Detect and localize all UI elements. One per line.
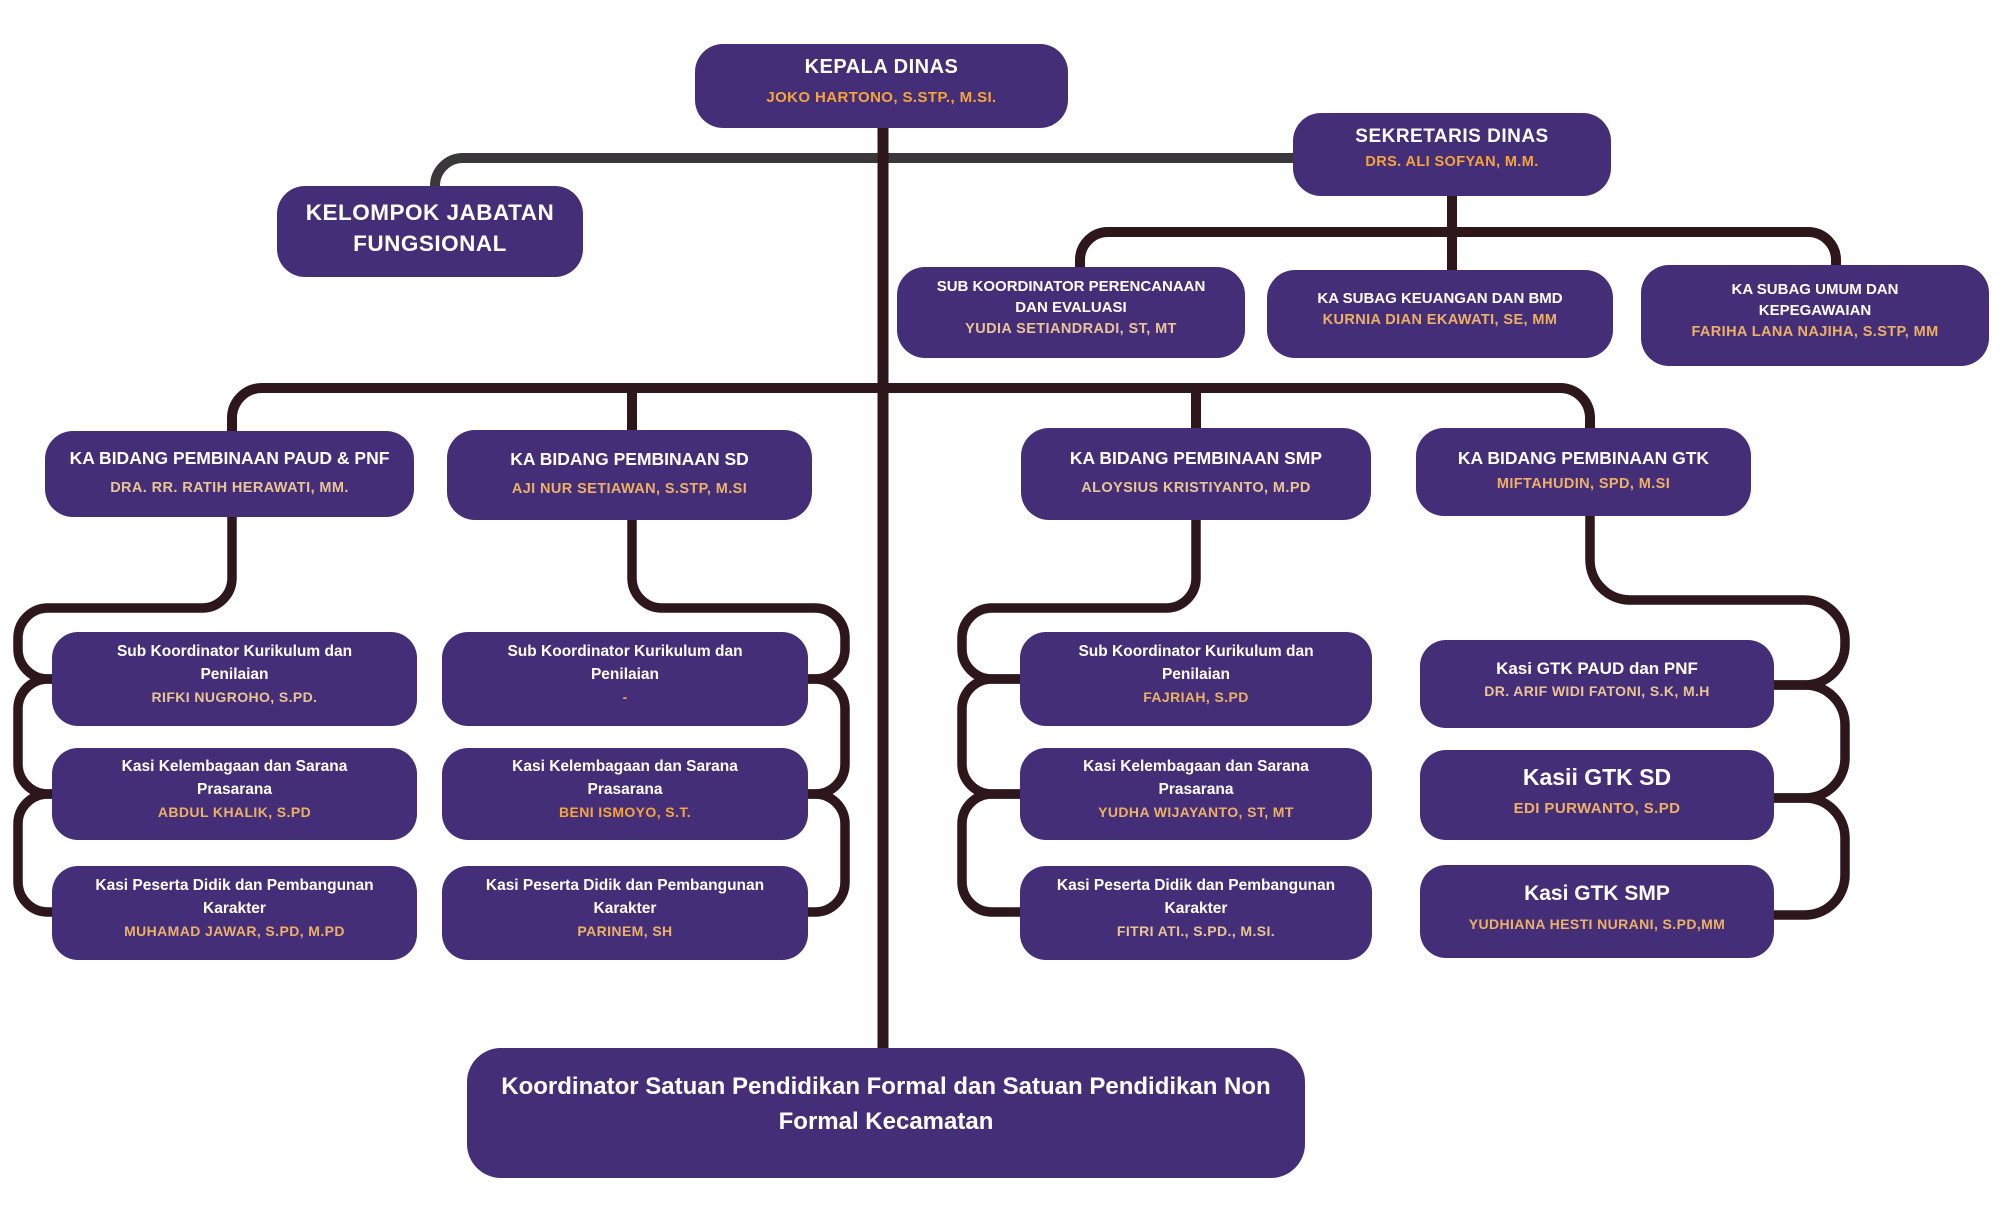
node-sd-sub-koordinator-kurikulum: Sub Koordinator Kurikulum dan Penilaian … <box>442 632 808 726</box>
node-ka-subag-keuangan-bmd: KA SUBAG KEUANGAN DAN BMD KURNIA DIAN EK… <box>1267 270 1613 358</box>
node-person-name: ALOYSIUS KRISTIYANTO, M.PD <box>1081 480 1311 497</box>
connector-subag-bus <box>1075 227 1841 272</box>
node-person-name: FITRI ATI., S.PD., M.SI. <box>1116 922 1276 939</box>
node-title: Kasi Kelembagaan dan Sarana Prasarana <box>1083 758 1309 799</box>
node-person-name: YUDHA WIJAYANTO, ST, MT <box>1098 803 1294 820</box>
node-person-name: KURNIA DIAN EKAWATI, SE, MM <box>1322 312 1558 329</box>
node-title: Sub Koordinator Kurikulum dan Penilaian <box>1078 643 1314 684</box>
node-title: Kasi GTK PAUD dan PNF <box>1496 658 1698 678</box>
node-person-name: FARIHA LANA NAJIHA, S.STP, MM <box>1691 324 1939 341</box>
connector-col4-bracket-1 <box>1766 680 1850 803</box>
node-person-name: PARINEM, SH <box>577 922 673 939</box>
node-paud-kasi-kelembagaan-sarana: Kasi Kelembagaan dan Sarana Prasarana AB… <box>52 748 417 840</box>
node-person-name: DRA. RR. RATIH HERAWATI, MM. <box>110 480 349 497</box>
node-person-name: JOKO HARTONO, S.STP., M.SI. <box>766 88 997 106</box>
node-title: Sub Koordinator Kurikulum dan Penilaian <box>507 643 743 684</box>
connector-col1-descent <box>13 513 237 684</box>
connector-col1-bracket-2 <box>13 789 58 917</box>
node-person-name: BENI ISMOYO, S.T. <box>558 803 692 820</box>
node-kasi-gtk-smp: Kasi GTK SMP YUDHIANA HESTI NURANI, S.PD… <box>1420 865 1774 958</box>
node-person-name: MIFTAHUDIN, SPD, M.SI <box>1496 475 1671 492</box>
node-title: KA BIDANG PEMBINAAN PAUD & PNF <box>69 447 390 468</box>
node-ka-subag-umum-kepegawaian: KA SUBAG UMUM DAN KEPEGAWAIAN FARIHA LAN… <box>1641 265 1989 366</box>
node-title: KA BIDANG PEMBINAAN SD <box>510 448 749 469</box>
node-title: Kasi Peserta Didik dan Pembangunan Karak… <box>95 877 374 918</box>
node-person-name: DR. ARIF WIDI FATONI, S.K, M.H <box>1484 683 1710 700</box>
node-person-name: ABDUL KHALIK, S.PD <box>157 803 312 820</box>
node-title: KEPALA DINAS <box>804 55 959 78</box>
node-title: Sub Koordinator Kurikulum dan Penilaian <box>116 643 353 684</box>
node-ka-bidang-pembinaan-smp: KA BIDANG PEMBINAAN SMP ALOYSIUS KRISTIY… <box>1021 428 1371 520</box>
node-title: Kasi Kelembagaan dan Sarana Prasarana <box>512 758 738 799</box>
node-person-name: RIFKI NUGROHO, S.PD. <box>151 688 318 705</box>
node-person-name: MUHAMAD JAWAR, S.PD, M.PD <box>124 922 345 939</box>
node-title: Koordinator Satuan Pendidikan Formal dan… <box>501 1073 1271 1135</box>
connector-col3-descent <box>957 516 1201 684</box>
node-paud-kasi-peserta-didik: Kasi Peserta Didik dan Pembangunan Karak… <box>52 866 417 960</box>
node-person-name: EDI PURWANTO, S.PD <box>1513 799 1681 817</box>
node-title: KA BIDANG PEMBINAAN SMP <box>1069 447 1323 468</box>
node-title: KELOMPOK JABATAN FUNGSIONAL <box>305 200 555 256</box>
node-person-name: YUDHIANA HESTI NURANI, S.PD,MM <box>1468 916 1726 933</box>
node-kelompok-jabatan-fungsional: KELOMPOK JABATAN FUNGSIONAL <box>277 186 583 277</box>
node-smp-kasi-peserta-didik: Kasi Peserta Didik dan Pembangunan Karak… <box>1020 866 1372 960</box>
node-kasi-gtk-sd: Kasii GTK SD EDI PURWANTO, S.PD <box>1420 750 1774 840</box>
node-person-name: DRS. ALI SOFYAN, M.M. <box>1365 153 1539 170</box>
node-smp-sub-koordinator-kurikulum: Sub Koordinator Kurikulum dan Penilaian … <box>1020 632 1372 726</box>
connector-col2-bracket-1 <box>802 674 850 799</box>
node-koordinator-satuan-pendidikan: Koordinator Satuan Pendidikan Formal dan… <box>467 1048 1305 1178</box>
node-title: Kasi Peserta Didik dan Pembangunan Karak… <box>485 877 765 918</box>
node-paud-sub-koordinator-kurikulum: Sub Koordinator Kurikulum dan Penilaian … <box>52 632 417 726</box>
node-title: KA SUBAG UMUM DAN KEPEGAWAIAN <box>1731 281 1899 320</box>
node-person-name: AJI NUR SETIAWAN, S.STP, M.SI <box>511 481 748 498</box>
node-title: Kasi GTK SMP <box>1524 881 1670 905</box>
connector-col3-bracket-1 <box>957 674 1028 799</box>
node-person-name: YUDIA SETIANDRADI, ST, MT <box>965 321 1177 338</box>
connector-col3-bracket-2 <box>957 789 1028 917</box>
node-sekretaris-dinas: SEKRETARIS DINAS DRS. ALI SOFYAN, M.M. <box>1293 113 1611 196</box>
node-kepala-dinas: KEPALA DINAS JOKO HARTONO, S.STP., M.SI. <box>695 44 1068 128</box>
node-person-name: FAJRIAH, S.PD <box>1143 688 1249 705</box>
node-title: Kasii GTK SD <box>1522 764 1672 790</box>
connector-kelompok-sekretaris <box>430 153 1295 192</box>
node-sub-koordinator-perencanaan-evaluasi: SUB KOORDINATOR PERENCANAAN DAN EVALUASI… <box>897 267 1245 358</box>
connector-col4-descent <box>1585 512 1850 690</box>
node-title: SUB KOORDINATOR PERENCANAAN DAN EVALUASI <box>936 278 1206 317</box>
node-kasi-gtk-paud-pnf: Kasi GTK PAUD dan PNF DR. ARIF WIDI FATO… <box>1420 640 1774 728</box>
node-sd-kasi-kelembagaan-sarana: Kasi Kelembagaan dan Sarana Prasarana BE… <box>442 748 808 840</box>
connector-col2-bracket-2 <box>802 789 850 917</box>
node-title: Kasi Kelembagaan dan Sarana Prasarana <box>121 758 348 799</box>
node-smp-kasi-kelembagaan-sarana: Kasi Kelembagaan dan Sarana Prasarana YU… <box>1020 748 1372 840</box>
node-sd-kasi-peserta-didik: Kasi Peserta Didik dan Pembangunan Karak… <box>442 866 808 960</box>
node-title: Kasi Peserta Didik dan Pembangunan Karak… <box>1056 877 1336 918</box>
node-ka-bidang-pembinaan-gtk: KA BIDANG PEMBINAAN GTK MIFTAHUDIN, SPD,… <box>1416 428 1751 516</box>
connector-col2-descent <box>627 516 850 684</box>
connector-bidang-bus <box>227 383 1595 436</box>
node-title: KA SUBAG KEUANGAN DAN BMD <box>1317 290 1563 308</box>
node-person-name: - <box>622 688 628 705</box>
node-ka-bidang-pembinaan-sd: KA BIDANG PEMBINAAN SD AJI NUR SETIAWAN,… <box>447 430 812 520</box>
connector-col4-bracket-2 <box>1766 793 1850 920</box>
node-ka-bidang-pembinaan-paud-pnf: KA BIDANG PEMBINAAN PAUD & PNF DRA. RR. … <box>45 431 414 517</box>
node-title: SEKRETARIS DINAS <box>1355 126 1549 148</box>
node-title: KA BIDANG PEMBINAAN GTK <box>1457 448 1710 469</box>
